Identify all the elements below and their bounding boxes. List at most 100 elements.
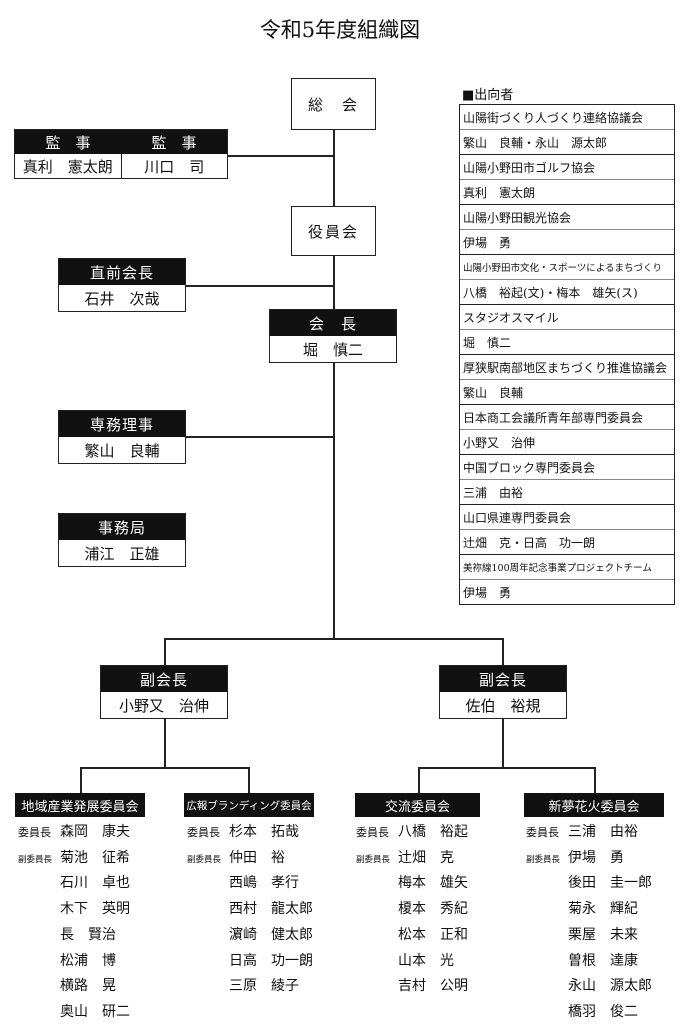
committee-member: 後田 圭一郎 (526, 871, 652, 895)
committee-member: 松浦 博 (18, 949, 116, 973)
delegation-people: 繁山 良輔 (460, 379, 674, 404)
board-box: 役員会 (291, 206, 376, 256)
member-name: 榎本 秀紀 (398, 901, 468, 918)
committee-member: 西村 龍太郎 (187, 897, 313, 921)
committee-member: 栗屋 未来 (526, 923, 638, 947)
vice-president-left-box: 副会長 小野又 治伸 (100, 665, 228, 719)
committee-member: 委員長杉本 拓哉 (187, 820, 299, 844)
executive-director-name: 繁山 良輔 (84, 441, 160, 460)
delegation-people: 堀 慎二 (460, 329, 674, 354)
member-name: 伊場 勇 (568, 849, 624, 866)
committee-member: 山本 光 (356, 949, 454, 973)
delegation-people: 八橋 裕起(文)・梅本 雄矢(ス) (460, 279, 674, 304)
connector (185, 436, 333, 438)
connector (248, 767, 250, 793)
committee-header: 地域産業発展委員会 (15, 793, 145, 817)
member-name: 永山 源太郎 (568, 978, 652, 995)
connector (164, 717, 166, 767)
committee-member: 木下 英明 (18, 897, 130, 921)
committee-member: 永山 源太郎 (526, 974, 652, 998)
member-role: 委員長 (187, 826, 220, 839)
committee-member: 松本 正和 (356, 923, 468, 947)
president-title: 会 長 (270, 310, 396, 336)
delegation-org: 山口県連専門委員会 (460, 504, 674, 529)
connector (228, 155, 333, 157)
past-president-name: 石井 次哉 (84, 289, 160, 308)
committee-member: 曽根 達康 (526, 949, 638, 973)
member-role: 副委員長 (526, 854, 561, 865)
member-role: 委員長 (18, 826, 51, 839)
delegation-org: 山陽小野田市ゴルフ協会 (460, 154, 674, 179)
vice-president-name: 佐伯 裕規 (465, 696, 541, 715)
committee-member: 副委員長仲田 裕 (187, 846, 285, 870)
member-role: 副委員長 (18, 854, 53, 865)
member-name: 後田 圭一郎 (568, 875, 652, 892)
delegation-table: 山陽街づくり人づくり連絡協議会 繁山 良輔・永山 源太郎 山陽小野田市ゴルフ協会… (459, 104, 675, 605)
delegation-people: 三浦 由裕 (460, 479, 674, 504)
member-name: 橋羽 俊二 (568, 1003, 638, 1020)
president-box: 会 長 堀 慎二 (269, 309, 397, 363)
committee-member: 委員長森岡 康夫 (18, 820, 130, 844)
president-name: 堀 慎二 (302, 340, 363, 359)
committee-header: 交流委員会 (355, 793, 480, 817)
member-name: 木下 英明 (60, 901, 130, 918)
connector (80, 767, 248, 769)
delegation-org: 山陽小野田市文化・スポーツによるまちづくり (460, 254, 674, 279)
delegation-org: スタジオスマイル (460, 304, 674, 329)
vice-president-right-box: 副会長 佐伯 裕規 (439, 665, 567, 719)
member-name: 三原 綾子 (229, 978, 299, 995)
secretariat-name: 浦江 正雄 (84, 544, 160, 563)
delegation-people: 辻畑 克・日高 功一朗 (460, 529, 674, 554)
committee-member: 榎本 秀紀 (356, 897, 468, 921)
delegation-org: 日本商工会議所青年部専門委員会 (460, 404, 674, 429)
past-president-box: 直前会長 石井 次哉 (58, 258, 186, 312)
committee-member: 西嶋 孝行 (187, 871, 299, 895)
delegation-people: 小野又 治伸 (460, 429, 674, 454)
committee-member: 長 賢治 (18, 923, 116, 947)
committee-header: 広報ブランディング委員会 (184, 793, 314, 817)
connector (418, 767, 594, 769)
general-assembly-box: 総 会 (291, 78, 376, 130)
member-name: 長 賢治 (60, 926, 116, 943)
connector (502, 638, 504, 666)
connector (80, 767, 82, 793)
member-name: 杉本 拓哉 (229, 824, 299, 840)
delegation-people: 伊場 勇 (460, 229, 674, 254)
member-name: 八橋 裕起 (398, 824, 468, 840)
secretariat-title: 事務局 (59, 514, 185, 540)
member-name: 横路 晃 (60, 978, 116, 995)
vice-president-title: 副会長 (440, 666, 566, 692)
connector (418, 767, 420, 793)
committee-header: 新夢花火委員会 (524, 793, 664, 817)
member-name: 日高 功一朗 (229, 952, 313, 969)
page-title: 令和5年度組織図 (259, 18, 421, 42)
member-name: 仲田 裕 (229, 849, 285, 866)
committee-member: 副委員長辻畑 克 (356, 846, 454, 870)
delegation-people: 繁山 良輔・永山 源太郎 (460, 129, 674, 154)
member-name: 三浦 由裕 (568, 824, 638, 840)
committee-member: 三原 綾子 (187, 974, 299, 998)
member-name: 菊永 輝紀 (568, 901, 638, 918)
committee-member: 菊永 輝紀 (526, 897, 638, 921)
member-name: 松浦 博 (60, 952, 116, 969)
delegation-org: 厚狭駅南部地区まちづくり推進協議会 (460, 354, 674, 379)
committee-member: 石川 卓也 (18, 871, 130, 895)
committee-member: 委員長八橋 裕起 (356, 820, 468, 844)
connector (164, 638, 166, 666)
delegation-label: ■出向者 (462, 88, 514, 103)
committee-member: 吉村 公明 (356, 974, 468, 998)
committee-member: 梅本 雄矢 (356, 871, 468, 895)
member-name: 曽根 達康 (568, 952, 638, 969)
member-name: 松本 正和 (398, 926, 468, 943)
committee-member: 橋羽 俊二 (526, 1000, 638, 1024)
past-president-title: 直前会長 (59, 259, 185, 285)
member-name: 栗屋 未来 (568, 926, 638, 943)
member-name: 西村 龍太郎 (229, 901, 313, 918)
member-name: 山本 光 (398, 952, 454, 969)
vice-president-title: 副会長 (101, 666, 227, 692)
member-name: 森岡 康夫 (60, 824, 130, 840)
executive-director-title: 専務理事 (59, 411, 185, 437)
member-name: 辻畑 克 (398, 849, 454, 866)
connector (333, 130, 335, 208)
auditor-name: 川口 司 (144, 157, 205, 176)
